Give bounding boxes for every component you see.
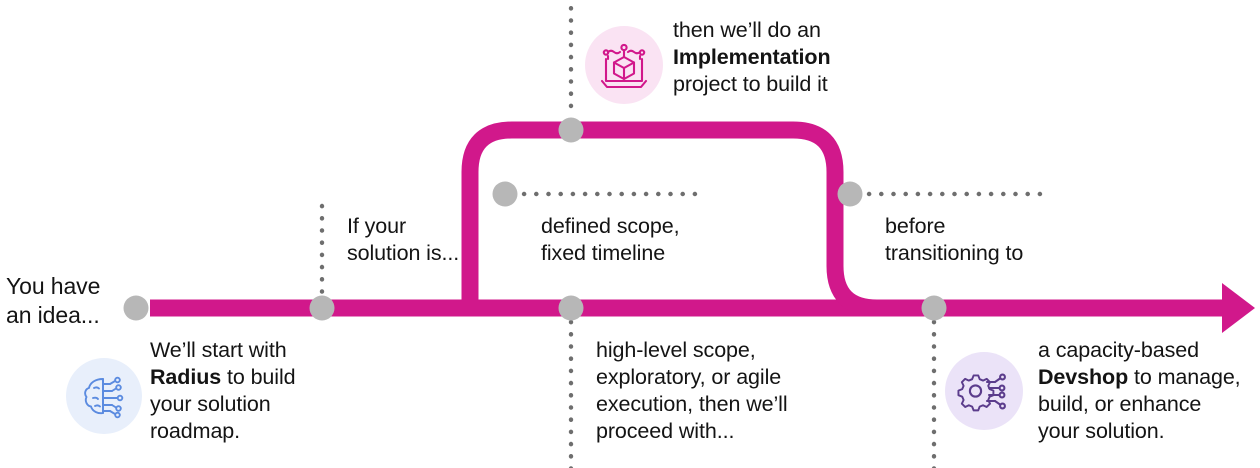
branch-implementation-path	[461, 121, 920, 317]
implementation-icon-badge	[585, 26, 663, 104]
label-implementation-strong: Implementation	[673, 45, 831, 70]
gear-circuit-icon	[957, 373, 1006, 412]
label-before-transitioning: before transitioning to	[885, 214, 1024, 266]
node-start[interactable]	[123, 295, 149, 321]
label-radius: We’ll start with Radius to build your so…	[150, 337, 325, 445]
label-implementation: then we’ll do an Implementation project …	[673, 17, 873, 98]
node-if-your-solution[interactable]	[309, 295, 335, 321]
label-devshop-pre: a capacity-based	[1038, 338, 1199, 362]
label-if-your-solution: If your solution is...	[347, 214, 460, 266]
label-start: You have an idea...	[6, 273, 101, 328]
node-high-level[interactable]	[558, 295, 584, 321]
node-defined-scope[interactable]	[492, 181, 518, 207]
devshop-icon-badge	[945, 352, 1023, 430]
label-defined-scope: defined scope, fixed timeline	[541, 214, 680, 266]
label-implementation-post: project to build it	[673, 72, 828, 97]
label-radius-post: to build your solution roadmap.	[150, 365, 296, 444]
label-devshop: a capacity-based Devshop to manage, buil…	[1038, 337, 1260, 445]
label-implementation-pre: then we’ll do an	[673, 18, 821, 42]
node-devshop[interactable]	[921, 295, 947, 321]
arrow-right-icon	[1222, 283, 1255, 333]
label-high-level: high-level scope, exploratory, or agile …	[596, 338, 788, 444]
label-radius-strong: Radius	[150, 365, 222, 390]
brain-circuit-icon	[84, 376, 124, 419]
label-radius-pre: We’ll start with	[150, 338, 287, 362]
brain-icon-badge	[66, 358, 142, 434]
label-devshop-strong: Devshop	[1038, 365, 1129, 390]
implementation-cube-laptop-icon	[600, 43, 648, 89]
label-devshop-post: to manage, build, or enhance your soluti…	[1038, 365, 1241, 444]
node-implementation[interactable]	[558, 117, 584, 143]
node-before-transitioning[interactable]	[837, 181, 863, 207]
